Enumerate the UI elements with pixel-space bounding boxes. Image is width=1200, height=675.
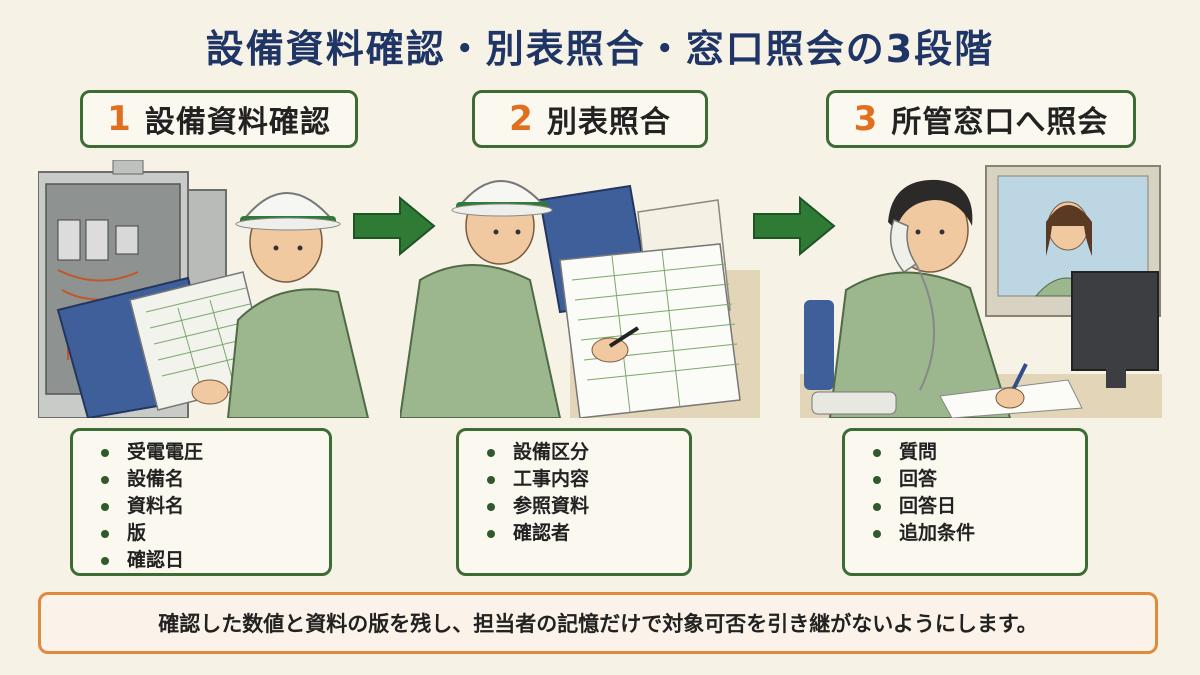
step-3-checklist: 質問 回答 回答日 追加条件: [842, 428, 1088, 576]
step-2-header: 2 別表照合: [472, 90, 708, 148]
step-2-title: 別表照合: [546, 105, 671, 140]
page-title: 設備資料確認・別表照合・窓口照会の3段階: [205, 27, 995, 71]
illustration-table-check: [400, 180, 760, 418]
step-2-number: 2: [509, 99, 533, 139]
step-1-checklist: 受電電圧 設備名 資料名 版 確認日: [70, 428, 332, 576]
arrow-right-icon: [753, 196, 836, 256]
list-item: 受電電圧: [99, 439, 329, 466]
arrow-right-icon: [353, 196, 436, 256]
step-2-checklist: 設備区分 工事内容 参照資料 確認者: [456, 428, 692, 576]
list-item: 回答日: [871, 493, 1085, 520]
step-3-title: 所管窓口へ照会: [891, 105, 1109, 140]
list-item: 設備名: [99, 466, 329, 493]
list-item: 追加条件: [871, 520, 1085, 547]
step-3-header: 3 所管窓口へ照会: [826, 90, 1136, 148]
list-item: 設備区分: [485, 439, 689, 466]
list-item: 版: [99, 520, 329, 547]
list-item: 確認者: [485, 520, 689, 547]
step-1-title: 設備資料確認: [144, 105, 331, 140]
list-item: 質問: [871, 439, 1085, 466]
illustration-office-inquiry: [800, 165, 1162, 418]
list-item: 工事内容: [485, 466, 689, 493]
illustration-equipment-check: [38, 160, 370, 418]
step-1-number: 1: [107, 99, 131, 139]
list-item: 参照資料: [485, 493, 689, 520]
footer-note: 確認した数値と資料の版を残し、担当者の記憶だけで対象可否を引き継がないようにしま…: [38, 592, 1158, 654]
list-item: 確認日: [99, 547, 329, 574]
list-item: 資料名: [99, 493, 329, 520]
step-1-header: 1 設備資料確認: [80, 90, 358, 148]
list-item: 回答: [871, 466, 1085, 493]
step-3-number: 3: [853, 99, 878, 139]
